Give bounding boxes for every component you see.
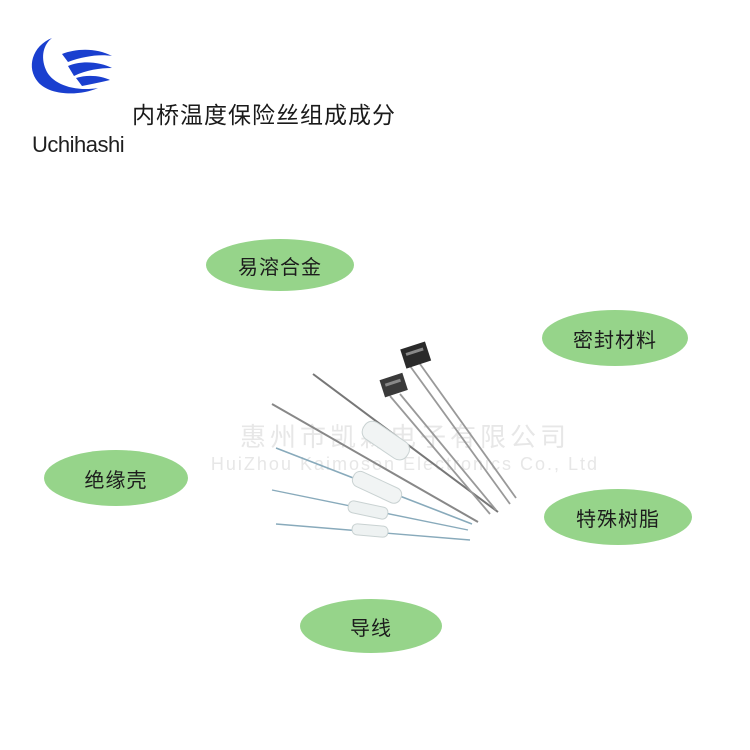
uchihashi-logo-icon — [31, 38, 112, 94]
label-sealing-material: 密封材料 — [542, 310, 688, 366]
page-title: 内桥温度保险丝组成成分 — [132, 103, 396, 129]
brand-logo: Uchihashi — [14, 34, 125, 157]
label-lead-wire: 导线 — [300, 599, 442, 653]
label-fusible-alloy: 易溶合金 — [206, 239, 354, 291]
fuse-cylindrical-large — [271, 373, 499, 523]
watermark-en: HuiZhou Kaimosen Electronics Co., Ltd — [210, 454, 600, 474]
fuse-square-1 — [400, 341, 517, 505]
label-insulating-shell: 绝缘壳 — [44, 450, 188, 506]
label-special-resin: 特殊树脂 — [544, 489, 692, 545]
fuse-square-2 — [379, 372, 497, 515]
fuse-small-2 — [275, 523, 471, 541]
fuse-cylindrical-medium — [275, 447, 473, 525]
fuse-small-1 — [271, 489, 469, 531]
brand-name: Uchihashi — [32, 132, 125, 157]
